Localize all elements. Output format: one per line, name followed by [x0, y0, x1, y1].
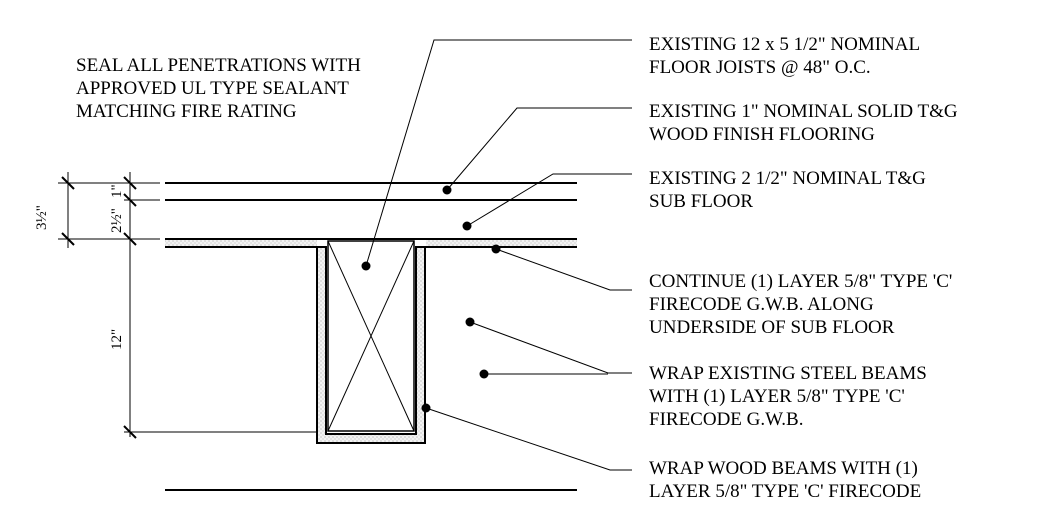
- note-line: EXISTING 2 1/2" NOMINAL T&G: [649, 168, 926, 189]
- note-line: FIRECODE G.W.B. ALONG: [649, 294, 874, 315]
- note-line: WRAP EXISTING STEEL BEAMS: [649, 363, 927, 384]
- note-line: SUB FLOOR: [649, 191, 753, 212]
- note-line: FLOOR JOISTS @ 48" O.C.: [649, 57, 871, 78]
- leader-dot-steel-beam-2: [479, 369, 489, 379]
- note-line: EXISTING 1" NOMINAL SOLID T&G: [649, 101, 958, 122]
- gwb-underside-right: [426, 240, 577, 246]
- leader-dot-sub-floor: [462, 221, 472, 231]
- leader-lines: [365, 39, 632, 471]
- note-line: FIRECODE G.W.B.: [649, 409, 804, 430]
- note-line: WRAP WOOD BEAMS WITH (1): [649, 458, 918, 479]
- note-seal-penetrations: SEAL ALL PENETRATIONS WITH APPROVED UL T…: [76, 54, 361, 123]
- note-line: MATCHING FIRE RATING: [76, 101, 297, 122]
- leader-dot-wood-beam: [421, 403, 431, 413]
- note-floor-joists: EXISTING 12 x 5 1/2" NOMINAL FLOOR JOIST…: [649, 33, 920, 79]
- note-wrap-steel-beams: WRAP EXISTING STEEL BEAMS WITH (1) LAYER…: [649, 362, 927, 431]
- note-line: WOOD FINISH FLOORING: [649, 124, 875, 145]
- leader-dots: [361, 185, 501, 413]
- note-line: WITH (1) LAYER 5/8" TYPE 'C': [649, 386, 905, 407]
- gwb-beam-wrap: [316, 246, 426, 444]
- note-wrap-wood-beams: WRAP WOOD BEAMS WITH (1) LAYER 5/8" TYPE…: [649, 457, 921, 503]
- leader-dot-gwb-underside: [491, 244, 501, 254]
- note-line: EXISTING 12 x 5 1/2" NOMINAL: [649, 34, 921, 55]
- note-finish-flooring: EXISTING 1" NOMINAL SOLID T&G WOOD FINIS…: [649, 100, 958, 146]
- note-line: CONTINUE (1) LAYER 5/8" TYPE 'C': [649, 271, 953, 292]
- note-sub-floor: EXISTING 2 1/2" NOMINAL T&G SUB FLOOR: [649, 167, 926, 213]
- leader-dot-steel-beam-1: [465, 317, 475, 327]
- dimension-lines: [58, 172, 317, 439]
- note-line: SEAL ALL PENETRATIONS WITH: [76, 55, 361, 76]
- leader-dot-joist: [361, 261, 371, 271]
- dim-total: 3½": [34, 205, 50, 230]
- dim-sub-floor: 2½": [109, 208, 125, 233]
- note-gwb-underside: CONTINUE (1) LAYER 5/8" TYPE 'C' FIRECOD…: [649, 270, 952, 339]
- note-line: APPROVED UL TYPE SEALANT: [76, 78, 349, 99]
- note-line: LAYER 5/8" TYPE 'C' FIRECODE: [649, 481, 922, 502]
- dim-joist-depth: 12": [109, 329, 125, 350]
- leader-dot-finish-floor: [442, 185, 452, 195]
- note-line: UNDERSIDE OF SUB FLOOR: [649, 317, 895, 338]
- joist-cross-2: [327, 240, 415, 432]
- gwb-underside-left: [165, 240, 317, 246]
- dim-finish-floor: 1": [109, 184, 125, 198]
